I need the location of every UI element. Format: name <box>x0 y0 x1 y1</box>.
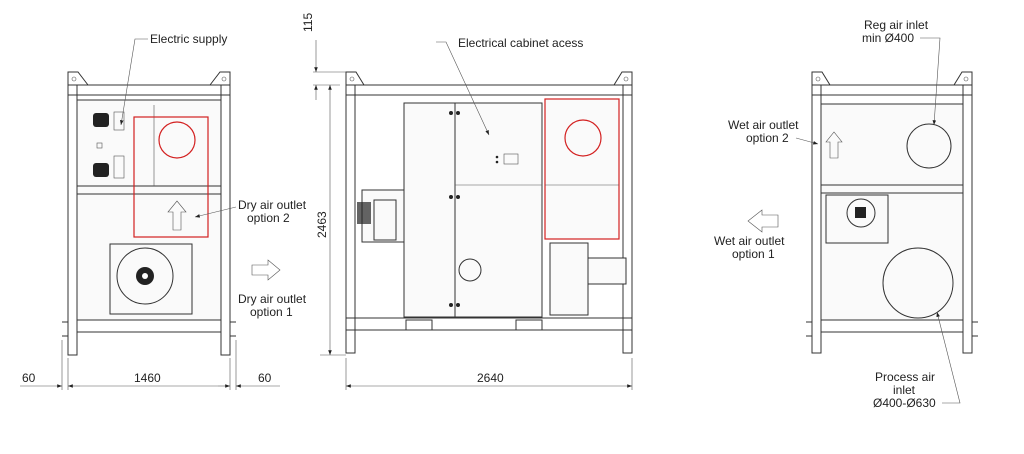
label-wet-outlet-1-line2: option 1 <box>732 247 775 261</box>
label-reg-air-inlet: Reg air inlet <box>864 18 929 32</box>
arrow-right-icon <box>251 259 281 281</box>
label-dry-outlet-1: Dry air outlet <box>238 292 307 306</box>
label-dry-outlet-1-line2: option 1 <box>250 305 293 319</box>
front-view: Electrical cabinet acess 115 2463 2640 <box>301 13 633 390</box>
dim-right-margin: 60 <box>258 371 272 385</box>
right-side-view: Reg air inlet min Ø400 Wet air outlet op… <box>714 18 978 410</box>
label-wet-outlet-2: Wet air outlet <box>728 118 799 132</box>
label-dry-outlet-2-line2: option 2 <box>247 211 290 225</box>
label-dry-outlet-2: Dry air outlet <box>238 198 307 212</box>
left-side-view: Electric supply Dry air outlet option 2 … <box>20 32 307 390</box>
arrow-up-icon <box>167 200 187 231</box>
label-electrical-cabinet: Electrical cabinet acess <box>458 36 583 50</box>
process-air-inlet <box>882 247 954 319</box>
main-cabinet <box>403 102 543 318</box>
dry-outlet-option-2-highlight <box>133 116 209 238</box>
label-process-air-inlet: Process air <box>875 370 935 384</box>
label-process-air-inlet-line3: Ø400-Ø630 <box>873 396 936 410</box>
label-electric-supply: Electric supply <box>150 32 227 46</box>
arrow-left-icon <box>747 209 779 233</box>
label-reg-air-inlet-line2: min Ø400 <box>862 31 914 45</box>
reg-air-inlet <box>906 123 952 169</box>
label-wet-outlet-2-line2: option 2 <box>746 131 789 145</box>
dim-width-2640: 2640 <box>477 371 504 385</box>
label-wet-outlet-1: Wet air outlet <box>714 234 785 248</box>
label-process-air-inlet-line2: inlet <box>893 383 916 397</box>
front-outlet-highlight <box>544 98 620 240</box>
dim-width-1460: 1460 <box>134 371 161 385</box>
arrow-up-icon <box>825 131 843 159</box>
motor <box>587 257 627 285</box>
dim-height-2463: 2463 <box>315 211 329 238</box>
dim-top-offset: 115 <box>301 13 315 32</box>
dim-left-margin: 60 <box>22 371 36 385</box>
